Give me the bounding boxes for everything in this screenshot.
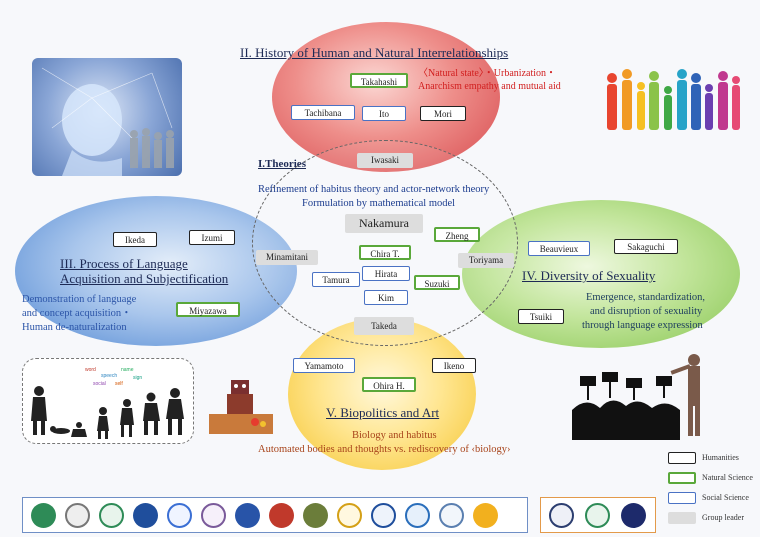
- member-takeda: Takeda: [354, 317, 414, 335]
- theories-circle: [252, 140, 518, 346]
- member-yamamoto: Yamamoto: [293, 358, 355, 373]
- robot-art-image: [205, 374, 277, 436]
- language-title-line2: Acquisition and Subjectification: [60, 271, 229, 286]
- member-iwasaki: Iwasaki: [357, 153, 413, 168]
- theories-line2: Formulation by mathematical model: [302, 198, 456, 209]
- university-logo-1: [31, 503, 56, 528]
- protest-silhouettes-image: [572, 348, 716, 440]
- biopolitics-line1: Biology and habitus: [352, 430, 437, 441]
- svg-text:self: self: [115, 381, 123, 387]
- university-logo-13: [439, 503, 464, 528]
- logo-strip-left: [22, 497, 528, 533]
- legend-natural-swatch: [668, 472, 696, 484]
- svg-text:social: social: [93, 381, 106, 387]
- logo-strip-right: [540, 497, 656, 533]
- member-sakaguchi: Sakaguchi: [614, 239, 678, 254]
- member-ikeno: Ikeno: [432, 358, 476, 373]
- legend-natural-label: Natural Science: [702, 473, 753, 482]
- language-line1: Demonstration of language: [22, 294, 137, 305]
- svg-text:word: word: [85, 367, 96, 373]
- member-tsuiki: Tsuiki: [518, 309, 564, 324]
- member-suzuki: Suzuki: [414, 275, 460, 290]
- language-circle: [15, 196, 297, 346]
- biopolitics-title: V. Biopolitics and Art: [326, 405, 440, 420]
- member-miyazawa: Miyazawa: [176, 302, 240, 317]
- member-ito: Ito: [362, 106, 406, 121]
- svg-text:sign: sign: [133, 375, 142, 381]
- university-logo-7: [235, 503, 260, 528]
- language-line3: Human de-naturalization: [22, 322, 127, 333]
- biopolitics-line2: Automated bodies and thoughts vs. redisc…: [258, 444, 511, 455]
- head-network-image: [32, 58, 182, 176]
- history-title: II. History of Human and Natural Interre…: [240, 45, 509, 60]
- language-title-line1: III. Process of Language: [60, 256, 188, 271]
- child-development-panel: word speech name social self sign: [22, 358, 194, 444]
- member-mori: Mori: [420, 106, 466, 121]
- university-logo-9: [303, 503, 328, 528]
- university-logo-4: [133, 503, 158, 528]
- university-logo-14: [473, 503, 498, 528]
- member-nakamura: Nakamura: [345, 214, 423, 233]
- legend-social-label: Social Science: [702, 493, 749, 502]
- legend-leader-swatch: [668, 512, 696, 524]
- university-logo-12: [405, 503, 430, 528]
- legend-social-swatch: [668, 492, 696, 504]
- svg-text:name: name: [121, 367, 134, 373]
- member-zheng: Zheng: [434, 227, 480, 242]
- member-tachibana: Tachibana: [291, 105, 355, 120]
- member-ikeda: Ikeda: [113, 232, 157, 247]
- university-logo-10: [337, 503, 362, 528]
- university-logo-15: [549, 503, 574, 528]
- svg-text:speech: speech: [101, 373, 117, 379]
- university-logo-16: [585, 503, 610, 528]
- member-beauvieux: Beauvieux: [528, 241, 590, 256]
- member-takahashi: Takahashi: [350, 73, 408, 88]
- university-logo-8: [269, 503, 294, 528]
- theories-title: I.Theories: [258, 158, 306, 170]
- member-minamitani: Minamitani: [256, 250, 318, 265]
- member-hirata: Hirata: [362, 266, 410, 281]
- sexuality-line2: and disruption of sexuality: [590, 306, 703, 317]
- member-tamura: Tamura: [312, 272, 360, 287]
- legend-leader-label: Group leader: [702, 513, 744, 522]
- university-logo-3: [99, 503, 124, 528]
- university-logo-2: [65, 503, 90, 528]
- university-logo-17: [621, 503, 646, 528]
- university-logo-6: [201, 503, 226, 528]
- legend-humanities-swatch: [668, 452, 696, 464]
- sexuality-title: IV. Diversity of Sexuality: [522, 268, 656, 283]
- member-toriyama: Toriyama: [458, 253, 514, 268]
- member-kim: Kim: [364, 290, 408, 305]
- member-izumi: Izumi: [189, 230, 235, 245]
- legend-humanities-label: Humanities: [702, 453, 739, 462]
- sexuality-line3: through language expression: [582, 320, 703, 331]
- theories-line1: Refinement of habitus theory and actor-n…: [258, 184, 490, 195]
- language-line2: and concept acquisition・: [22, 308, 132, 319]
- university-logo-5: [167, 503, 192, 528]
- university-logo-11: [371, 503, 396, 528]
- family-silhouettes-image: [602, 64, 742, 134]
- member-chira: Chira T.: [359, 245, 411, 260]
- history-line2: Anarchism empathy and mutual aid: [418, 81, 561, 92]
- member-ohira: Ohira H.: [362, 377, 416, 392]
- sexuality-line1: Emergence, standardization,: [586, 292, 706, 303]
- history-line1: 〈Natural state〉・Urbanization・: [418, 68, 557, 79]
